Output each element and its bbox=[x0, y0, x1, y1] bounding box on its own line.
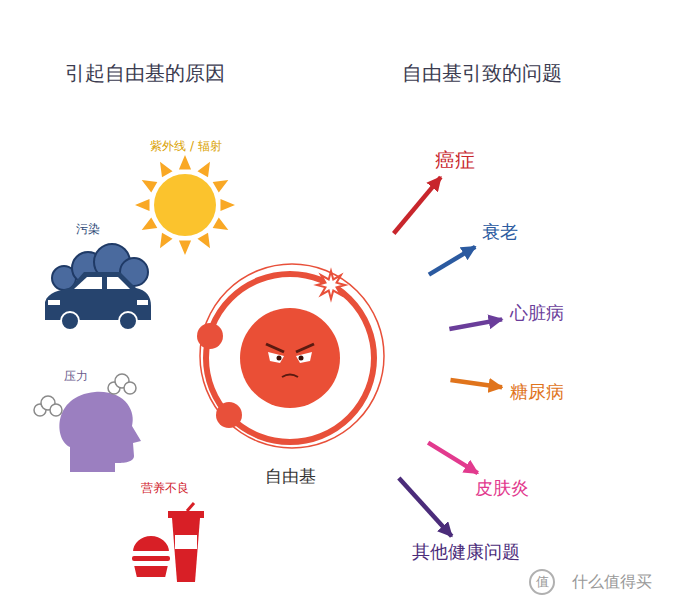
watermark-logo: 值 bbox=[536, 574, 549, 590]
problem-text: 心脏病 bbox=[510, 302, 564, 324]
arrow-connector bbox=[399, 478, 452, 536]
problem-label: 癌症 bbox=[431, 146, 479, 174]
arrow-connector bbox=[450, 380, 502, 387]
problem-label: 其他健康问题 bbox=[408, 539, 524, 565]
problem-text: 其他健康问题 bbox=[412, 541, 520, 563]
free-radical-node: 自由基 bbox=[128, 196, 452, 520]
problem-text: 癌症 bbox=[435, 148, 475, 172]
pollution-icon bbox=[45, 244, 151, 330]
cause-label: 紫外线 / 辐射 bbox=[150, 139, 222, 153]
arrow-connector bbox=[394, 177, 441, 233]
arrow-connector bbox=[449, 319, 502, 329]
arrow-connector bbox=[428, 443, 478, 473]
column-heading: 自由基引致的问题 bbox=[402, 61, 562, 85]
problem-text: 糖尿病 bbox=[510, 381, 564, 403]
sun-rays bbox=[135, 155, 235, 255]
cause-label: 营养不良 bbox=[141, 481, 189, 495]
free-radical-icon bbox=[197, 264, 384, 448]
stress-head-icon bbox=[34, 374, 141, 472]
watermark-text: 什么值得买 bbox=[572, 572, 652, 591]
problem-label: 糖尿病 bbox=[506, 379, 568, 405]
problem-label: 皮肤炎 bbox=[471, 475, 533, 501]
arrow-connector bbox=[429, 247, 475, 275]
sun-icon bbox=[135, 155, 235, 255]
column-heading: 引起自由基的原因 bbox=[65, 61, 225, 85]
problem-text: 皮肤炎 bbox=[475, 477, 529, 499]
problem-text: 衰老 bbox=[482, 221, 518, 243]
cause-label: 压力 bbox=[64, 369, 88, 383]
collision-burst bbox=[317, 271, 345, 299]
junk-food-icon bbox=[131, 503, 204, 582]
problem-label: 心脏病 bbox=[506, 300, 568, 326]
watermark-ring bbox=[530, 570, 554, 594]
node-title: 自由基 bbox=[128, 466, 452, 486]
problem-label: 衰老 bbox=[478, 219, 522, 245]
cause-label: 污染 bbox=[76, 222, 100, 236]
